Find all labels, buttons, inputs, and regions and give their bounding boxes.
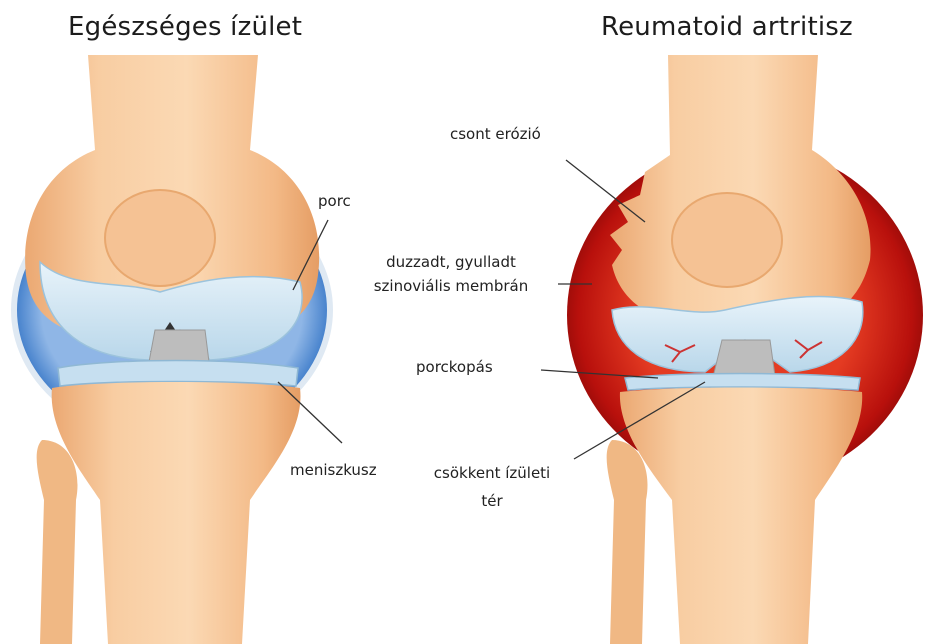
label-porckopas: porckopás — [416, 357, 493, 377]
rheumatoid-tibia — [620, 388, 862, 644]
label-csokkent-izuleti-ter: csökkent ízületi tér — [404, 463, 580, 511]
rheumatoid-fibula — [607, 440, 648, 644]
healthy-knee-illustration — [14, 55, 330, 644]
label-duzzadt-gyulladt: duzzadt, gyulladt szinoviális membrán — [343, 252, 559, 296]
label-csokkent-line1: csökkent ízületi — [404, 463, 580, 483]
rheumatoid-knee-illustration — [567, 55, 923, 644]
label-meniszkusz: meniszkusz — [290, 460, 377, 480]
label-duzzadt-line2: szinoviális membrán — [343, 276, 559, 296]
healthy-patella — [105, 190, 215, 286]
title-healthy: Egészséges ízület — [68, 12, 302, 42]
label-duzzadt-line1: duzzadt, gyulladt — [343, 252, 559, 272]
healthy-fibula — [37, 440, 78, 644]
label-csont-erozio: csont erózió — [450, 124, 541, 144]
label-porc: porc — [318, 191, 351, 211]
title-rheumatoid: Reumatoid artritisz — [601, 12, 853, 42]
label-csokkent-line2: tér — [404, 491, 580, 511]
rheumatoid-patella — [672, 193, 782, 287]
healthy-tibia — [52, 382, 301, 644]
